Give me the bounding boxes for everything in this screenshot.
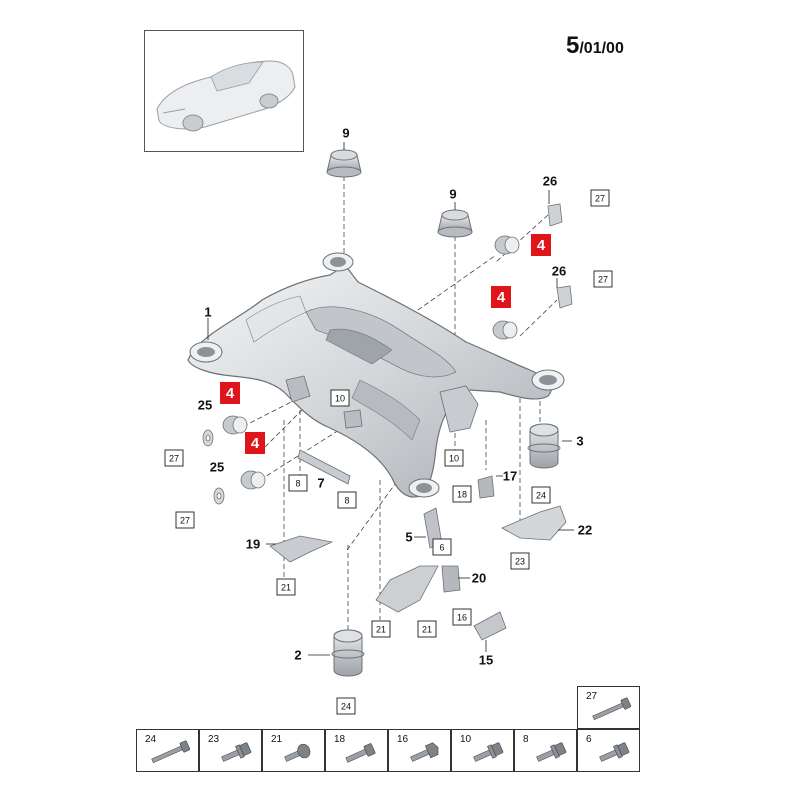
callout-3: 3: [576, 433, 584, 449]
highlight-ref-4-mid-right: 4: [491, 286, 511, 308]
hardware-table: 27 24 23 21 18 16 10 8 6: [136, 686, 640, 772]
rear-subframe: [187, 252, 565, 498]
callout-19: 19: [245, 536, 261, 552]
hardware-cell-18: 18: [325, 729, 388, 772]
ref-box-8-left: 8: [288, 474, 308, 492]
hardware-ref-number: 27: [586, 691, 598, 702]
ref-box-10-right: 10: [444, 449, 464, 467]
callout-7: 7: [317, 475, 325, 491]
callout-17: 17: [502, 468, 518, 484]
ref-box-21-mid: 21: [371, 620, 391, 638]
vehicle-thumbnail: [144, 30, 304, 152]
bushings: [222, 235, 520, 490]
ref-box-10-left: 10: [330, 389, 350, 407]
callout-25-lower: 25: [209, 459, 225, 475]
ref-box-21-right: 21: [417, 620, 437, 638]
ref-box-24-bottom: 24: [336, 697, 356, 715]
hardware-ref-number: 16: [397, 734, 409, 745]
ref-box-27-top: 27: [590, 189, 610, 207]
hardware-cell-10: 10: [451, 729, 514, 772]
hardware-cell-6: 6: [577, 729, 640, 772]
ref-box-18: 18: [452, 485, 472, 503]
callout-5: 5: [405, 529, 413, 545]
callout-9-lower: 9: [449, 186, 457, 202]
hardware-ref-number: 23: [208, 734, 220, 745]
ref-box-8-right: 8: [337, 491, 357, 509]
hardware-ref-number: 10: [460, 734, 472, 745]
hardware-ref-number: 21: [271, 734, 283, 745]
mount-2: [331, 629, 365, 677]
callout-1: 1: [204, 304, 212, 320]
highlight-ref-4-upper-left: 4: [220, 382, 240, 404]
hardware-cell-23: 23: [199, 729, 262, 772]
ref-box-27-mid: 27: [593, 270, 613, 288]
callout-26-lower: 26: [551, 263, 567, 279]
ref-box-6: 6: [432, 538, 452, 556]
callout-2: 2: [294, 647, 302, 663]
highlight-ref-4-lower-left: 4: [245, 432, 265, 454]
highlight-ref-4-upper-right: 4: [531, 234, 551, 256]
page-reference: 5/01/00: [566, 32, 624, 60]
callout-9-upper: 9: [342, 125, 350, 141]
hardware-cell-21: 21: [262, 729, 325, 772]
hardware-ref-number: 24: [145, 734, 157, 745]
callout-15: 15: [478, 652, 494, 668]
hardware-ref-number: 18: [334, 734, 346, 745]
hardware-cell-24: 24: [136, 729, 199, 772]
leader-lines: [207, 142, 574, 656]
callout-25-upper: 25: [197, 397, 213, 413]
ref-box-21-left: 21: [276, 578, 296, 596]
brackets: [269, 449, 567, 641]
hardware-ref-number: 8: [523, 734, 529, 745]
clips: [547, 203, 573, 309]
ref-box-16: 16: [452, 608, 472, 626]
subframe-exploded-view: [187, 142, 574, 677]
page-number: 5: [566, 32, 580, 59]
ref-box-23: 23: [510, 552, 530, 570]
hardware-cell-27: 27: [577, 686, 640, 729]
ref-box-27-left-lower: 27: [175, 511, 195, 529]
mount-9-upper: [326, 149, 362, 178]
hardware-cell-16: 16: [388, 729, 451, 772]
callout-22: 22: [577, 522, 593, 538]
mount-9-lower: [437, 209, 473, 238]
ref-box-24-right: 24: [531, 486, 551, 504]
callout-26-upper: 26: [542, 173, 558, 189]
mount-3: [527, 423, 561, 469]
washers: [202, 429, 225, 505]
hardware-ref-number: 6: [586, 734, 592, 745]
hardware-cell-8: 8: [514, 729, 577, 772]
ref-box-27-left-upper: 27: [164, 449, 184, 467]
page-suffix: /01/00: [579, 40, 624, 57]
callout-20: 20: [471, 570, 487, 586]
